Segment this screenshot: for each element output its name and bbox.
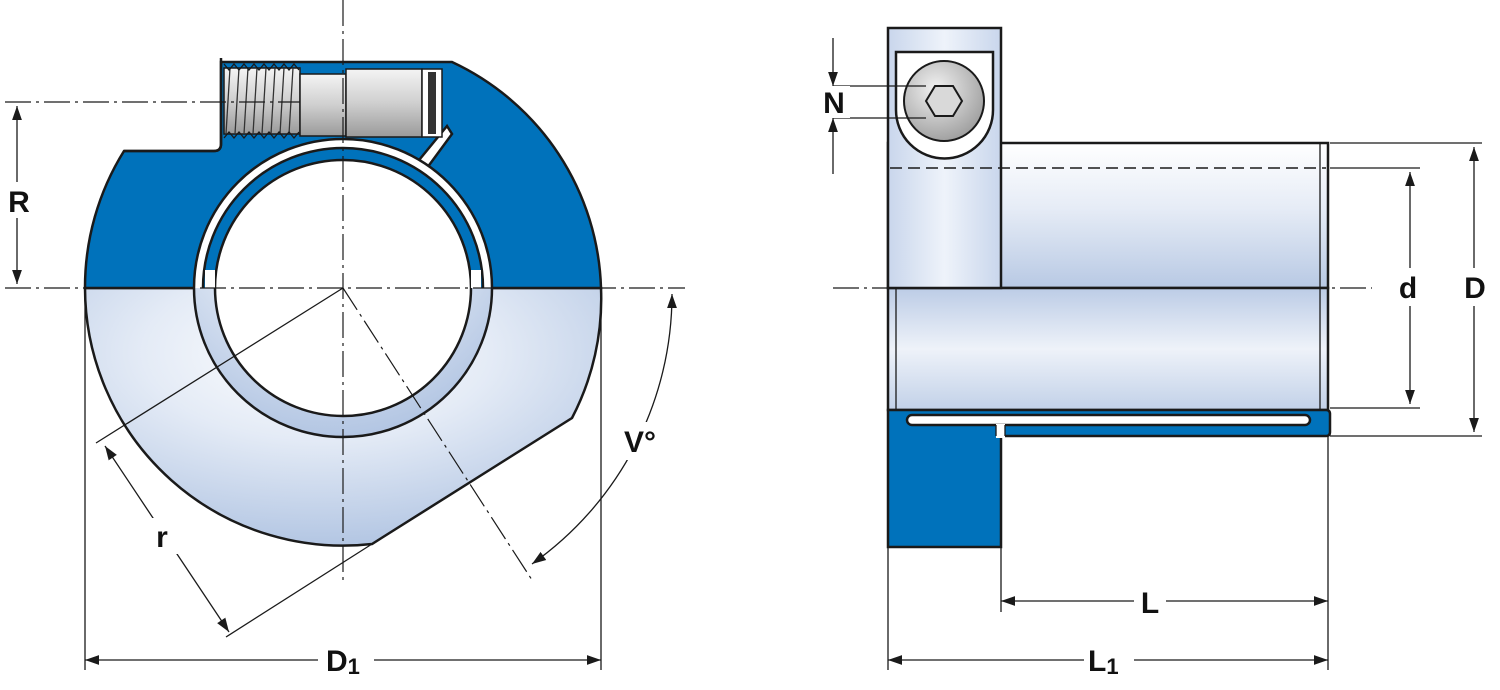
label-N: N xyxy=(823,87,845,120)
hex-socket-icon xyxy=(924,85,964,117)
label-d: d xyxy=(1399,272,1417,305)
side-section-lower xyxy=(886,408,1332,549)
clamp-screw xyxy=(223,62,443,140)
label-D: D xyxy=(1464,272,1486,305)
flat-cutout xyxy=(124,58,223,153)
label-R: R xyxy=(8,186,30,219)
label-r: r xyxy=(156,521,168,554)
label-L1: L1 xyxy=(1088,645,1119,679)
sleeve-lower xyxy=(886,286,1330,412)
label-L: L xyxy=(1141,587,1159,620)
label-D1: D1 xyxy=(326,645,360,679)
front-view: R r V° D1 xyxy=(2,0,685,679)
side-view: N d D L L1 xyxy=(818,26,1492,679)
label-V: V° xyxy=(624,426,656,459)
